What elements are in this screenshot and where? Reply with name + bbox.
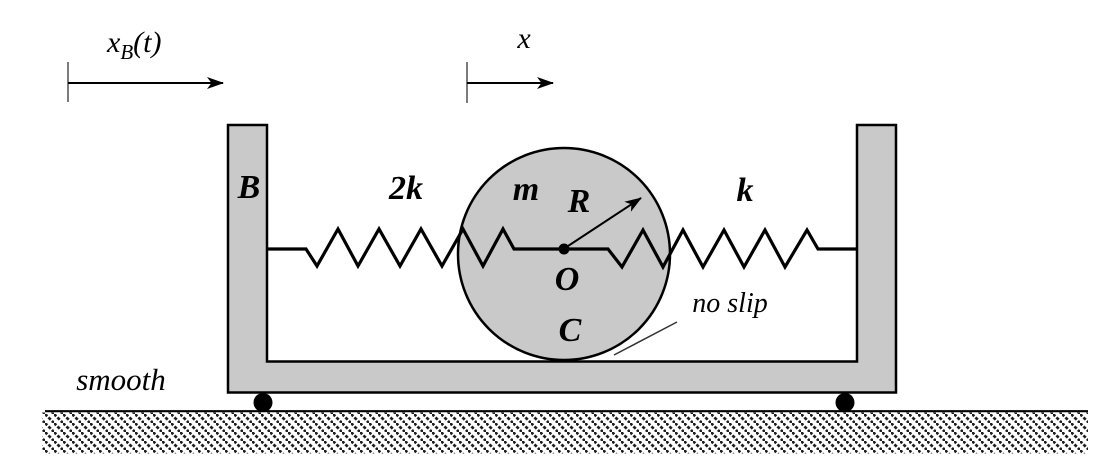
disk-center-label: O [555,261,580,298]
no-slip-pointer-line [613,321,678,356]
disk-radius-label: R [567,183,591,220]
no-slip-label: no slip [692,288,767,319]
ground-hatch [42,412,1088,454]
base-cart [226,123,898,394]
contact-point-label: C [559,312,582,349]
smooth-label: smooth [76,362,166,397]
right-roller [835,393,855,412]
base-excitation-axis: xB(t) [67,26,224,102]
left-roller [253,393,273,412]
base-block-label: B [237,169,261,206]
disk-axis-label: x [516,22,531,55]
radius-arrow [564,197,642,249]
base-axis-label: xB(t) [106,26,161,64]
right-spring [566,226,857,271]
left-spring [267,225,562,270]
disk-mass-label: m [513,171,539,208]
disk-coordinate-axis: x [466,22,554,103]
right-spring-label: k [737,172,754,209]
left-spring-label: 2k [388,170,423,207]
